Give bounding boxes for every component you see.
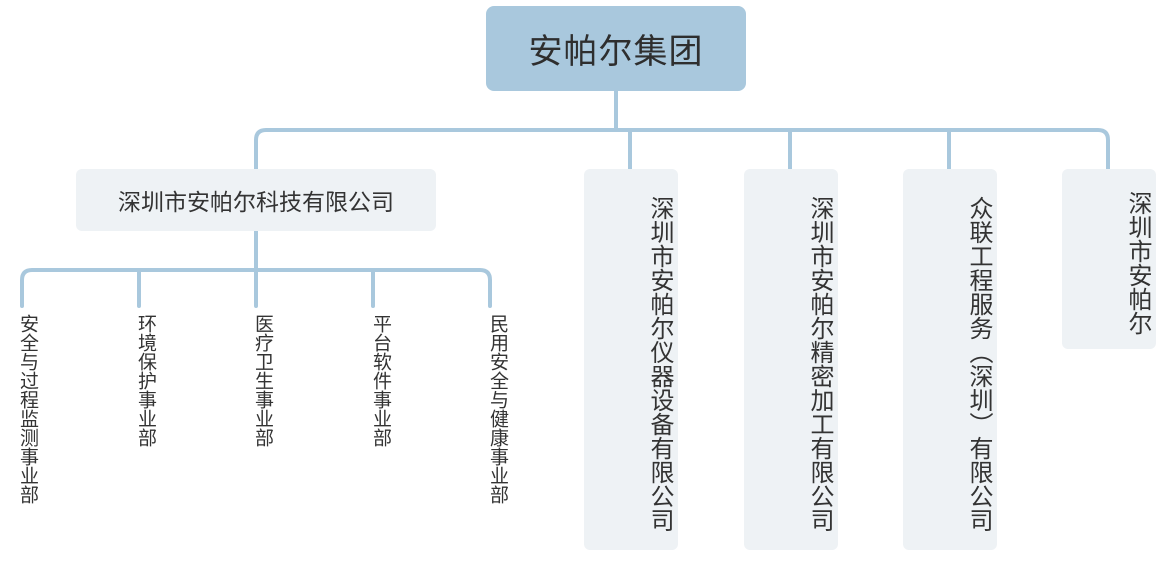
company-label: 众联工程服务（深圳）有限公司 [965,195,993,532]
company-label: 深圳市安帕尔科技有限公司 [118,190,394,216]
division-rail [20,268,492,308]
division-label: 平台软件事业部 [370,314,392,447]
root-node: 安帕尔集团 [486,6,746,91]
division-label: 医疗卫生事业部 [252,314,274,447]
company-node-instrument-equipment: 深圳市安帕尔仪器设备有限公司 [584,169,678,550]
company-label: 深圳市安帕尔仪器设备有限公司 [646,195,674,532]
company-node-shenzhen-technology: 深圳市安帕尔科技有限公司 [76,169,436,231]
company-node-shenzhen-anpaer: 深圳市安帕尔 [1062,169,1156,349]
company-label: 深圳市安帕尔精密加工有限公司 [806,195,834,532]
division-label: 安全与过程监测事业部 [17,314,39,504]
root-label: 安帕尔集团 [528,32,704,72]
company-node-engineering-service: 众联工程服务（深圳）有限公司 [903,169,997,550]
company-label: 深圳市安帕尔 [1124,191,1152,335]
division-label: 环境保护事业部 [135,314,157,447]
company-node-precision-machining: 深圳市安帕尔精密加工有限公司 [744,169,838,550]
division-label: 民用安全与健康事业部 [487,314,509,504]
top-level-rail [254,128,1110,171]
